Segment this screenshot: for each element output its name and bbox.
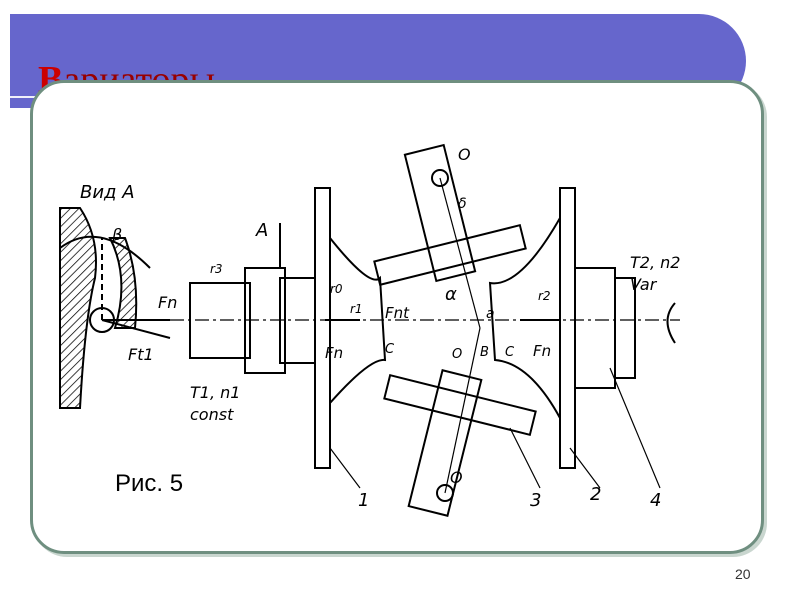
variator-diagram: Вид А β Fn Ft1 A r3 r0 r1 Fnt Fn C O B C… (59, 143, 680, 517)
right-disk (488, 187, 576, 469)
o-label-top: O (458, 145, 471, 164)
input-params: T1, n1 (190, 383, 240, 402)
b-label: B (480, 345, 489, 360)
r1-label: r1 (350, 302, 363, 316)
r2-label: r2 (538, 289, 551, 303)
arrow-a-label: A (255, 220, 268, 241)
part-2-label: 2 (590, 484, 601, 505)
beta-label: β (111, 225, 122, 244)
figure-caption: Рис. 5 (115, 470, 184, 497)
input-shaft (170, 267, 680, 374)
fn-label-right: Fn (533, 342, 551, 360)
fn-label-left: Fn (158, 293, 177, 312)
fnt-label: Fnt (385, 304, 410, 322)
lower-roller (383, 327, 537, 517)
r3-label: r3 (210, 262, 223, 276)
o-label-mid: O (452, 347, 462, 362)
view-a-detail (59, 207, 171, 409)
input-const: const (190, 405, 234, 424)
part-3-label: 3 (530, 490, 541, 511)
output-shaft (574, 267, 636, 389)
upper-roller (373, 143, 527, 329)
output-var: Var (630, 275, 658, 294)
alpha-label: α (445, 284, 457, 305)
o-label-bottom: O (450, 468, 463, 487)
delta-label: δ (458, 196, 467, 212)
c-label-left: C (385, 342, 395, 357)
left-disk (314, 187, 387, 469)
content-frame (30, 80, 764, 554)
view-a-label: Вид А (80, 182, 135, 203)
c-label-right: C (505, 345, 515, 360)
page-number: 20 (735, 566, 751, 582)
a-label: a (486, 306, 495, 322)
ft1-label: Ft1 (128, 345, 154, 364)
r0-label: r0 (330, 282, 343, 296)
part-1-label: 1 (358, 490, 369, 511)
output-params: T2, n2 (630, 253, 680, 272)
fn-label-mid: Fn (325, 344, 343, 362)
part-4-label: 4 (650, 490, 661, 511)
